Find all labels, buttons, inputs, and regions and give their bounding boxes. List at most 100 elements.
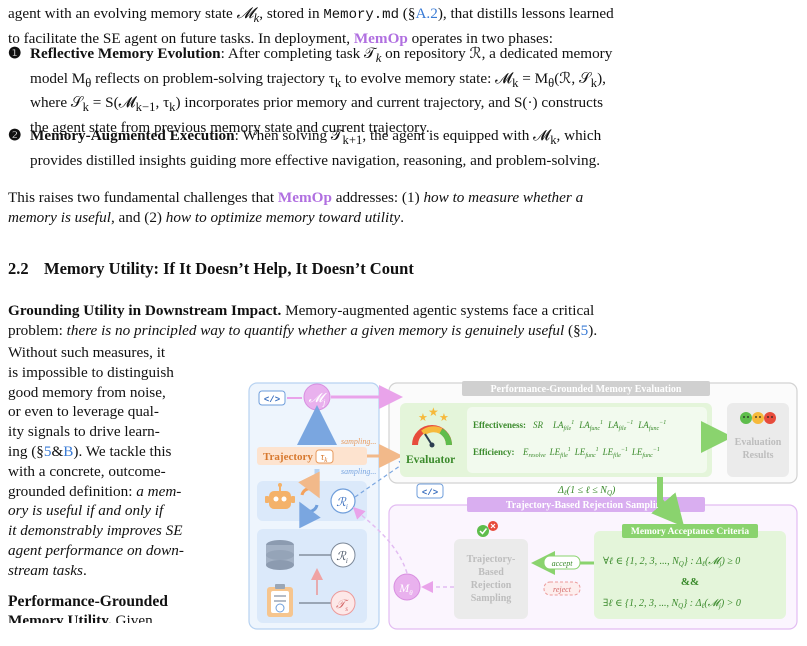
criterion-2: ∃ℓ ∈ {1, 2, 3, ..., NQ} : Δℓ(𝓜j) > 0 [603,598,741,610]
criteria-block [594,531,786,619]
text: ) incorporates prior memory and current … [175,94,603,112]
text: Given [111,612,153,624]
criterion-1: ∀ℓ ∈ {1, 2, 3, ..., NQ} : Δℓ(𝓜j) ≥ 0 [603,556,740,568]
sampling-label-2: sampling... [341,467,376,476]
memop-framework-figure: Performance-Grounded Memory Evaluation T… [247,381,799,633]
criteria-title: Memory Acceptance Criteria [631,527,749,537]
text: how to optimize memory toward utility [165,208,401,226]
text: = S(𝓜 [88,94,136,112]
bullet-memory-augmented: ❷ Memory-Augmented Execution: When solvi… [8,126,800,170]
memory-model-label: Mθ [398,581,413,597]
text: (§ [564,321,581,339]
evaluation-results-label-2: Results [742,450,773,461]
text: reflects on problem-solving trajectory τ [91,69,335,87]
text-line: with a concrete, outcome- [8,462,166,480]
text: . [400,208,404,226]
rejection-sampling-label-1: Trajectory- [467,554,516,565]
task-ts-node [330,590,356,616]
effectiveness-label: Effectiveness: [473,420,526,430]
trajectory-label: Trajectory [263,451,313,463]
section-link[interactable]: 5 [43,442,52,460]
math-sub: k [375,51,382,66]
text: grounded definition: [8,482,137,500]
text: ). We tackle this [73,442,172,460]
rejection-title: Trajectory-Based Rejection Sampling [506,500,666,511]
text-line: it demonstrably improves SE [8,522,183,540]
text: operates in two phases: [407,29,553,47]
text-line: good memory from noise, [8,383,166,401]
svg-text:★: ★ [439,412,449,424]
math-memory: 𝓜 [236,5,254,22]
rejection-sampling-label-2: Based [478,567,504,578]
bullet-number: ❷ [8,127,22,144]
code-tag-text: </> [264,395,280,405]
section-link[interactable]: 5 [580,321,589,339]
metrics-box [467,407,707,473]
clipboard-task-icon [267,584,293,617]
repository-ri-node-2 [330,542,356,568]
text: = M [518,69,549,87]
math-sub: k [550,133,557,148]
challenges-paragraph: This raises two fundamental challenges t… [8,188,800,227]
bullet-number: ❶ [8,45,22,62]
repository-ri-label: ℛi [336,495,348,511]
code-tag [258,390,286,406]
appendix-link[interactable]: B [63,442,74,460]
svg-text:★: ★ [418,412,428,424]
evaluation-title: Performance-Grounded Memory Evaluation [491,384,682,395]
text: to evolve memory state: 𝓜 [341,69,513,87]
criteria-title-box [622,524,758,538]
text: , stored in [259,5,324,22]
text: (§ [399,5,416,22]
sampling-label: sampling... [341,437,376,446]
text-line: Without such measures, it [8,344,166,361]
text: there is no principled way to quantify w… [66,321,565,339]
math-sub: k [253,11,260,26]
text: ), that distills lessons learned [437,5,614,22]
math-sub: θ [548,75,555,90]
gauge-icon [412,425,452,448]
text: This raises two fundamental challenges t… [8,189,278,206]
section-number: 2.2 [8,259,29,278]
text-line: ity signals to drive learn- [8,423,160,441]
text: : When solving 𝒯 [234,127,343,144]
svg-text:★: ★ [428,405,439,419]
tau-k-label: τk [321,452,329,464]
math-sub: k [169,100,176,115]
check-cross-icon [477,521,498,537]
text: , the agent is equipped with 𝓜 [362,127,551,144]
math-sub: k [590,75,598,90]
evaluation-title-box [462,381,710,396]
code-tag-2 [416,483,444,499]
text: memory is useful [8,208,111,226]
text-line: grounded definition: a mem- [8,482,236,502]
bullet-reflective-evolution: ❶ Reflective Memory Evolution: After com… [8,44,800,137]
section-link[interactable]: A.2 [415,5,438,22]
and-operator: && [681,576,699,588]
text: , and (2) [110,208,166,226]
rejection-sampling-label-3: Rejection [471,580,512,591]
text: how to measure whether a [423,189,584,206]
text: to facilitate the SE agent on future tas… [8,29,354,47]
accept-badge [543,555,581,570]
text: (ℛ, 𝒮 [554,69,591,87]
text: & [51,442,64,460]
text: a mem- [136,482,182,500]
math-sub: k+1 [342,133,363,148]
wrapped-text-column: Without such measures, it is impossible … [8,343,236,623]
math-sub: k [82,100,89,115]
robot-agent-icon [265,483,295,509]
text: , which [556,127,602,144]
math-sub: k−1 [135,100,156,115]
stars-icon: ★ ★ ★ [418,405,449,424]
rejection-sampling-label-4: Sampling [471,593,512,604]
text-line: Memory Utility. Given [8,611,236,623]
reject-badge [543,581,581,596]
repository-ri-label-2: ℛi [336,549,348,565]
text: addresses: (1) [331,189,424,206]
text: model M [30,69,86,87]
accept-label: accept [552,559,574,568]
text-line: stream tasks. [8,561,236,581]
